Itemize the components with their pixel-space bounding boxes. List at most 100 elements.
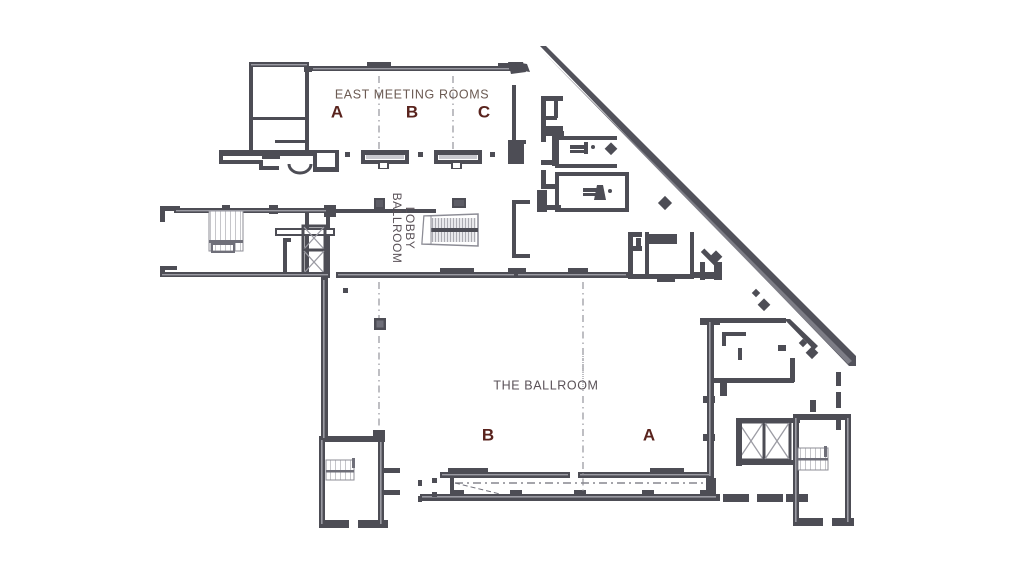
door-swing-icon [287,163,313,175]
wall-segment [326,208,330,278]
wall-segment [555,136,617,140]
column-marker-inner [454,200,464,206]
wall-segment [541,126,546,140]
wall-segment [160,266,165,276]
wall-segment [836,414,841,430]
wall-segment [373,430,385,440]
wall-inner-line [543,52,852,364]
ballroom-section-label-b: B [482,425,494,444]
wall-segment [555,172,559,212]
wall-segment [645,232,649,278]
wall-segment [784,319,818,350]
ballroom-lobby-label-line1: BALLROOM [390,193,404,264]
wall-segment [305,67,309,155]
wall-segment [515,62,530,72]
wall-opening [316,153,336,167]
wall-segment [305,212,309,274]
wall-segment [160,206,165,222]
wall-segment [541,170,546,188]
column-marker [657,195,673,211]
column-marker [751,288,761,298]
wall-segment [786,494,808,502]
wall-segment [657,278,675,282]
wall-segment [736,460,800,465]
wall-segment [508,268,526,273]
wall-segment [568,268,588,273]
wall-segment [541,160,557,165]
wall-segment [700,262,705,280]
wall-segment [832,518,854,526]
wall-segment [720,382,727,396]
wall-segment [434,150,482,155]
wall-segment [810,400,816,412]
wall-segment [628,232,642,237]
wall-segment [790,358,795,382]
wall-segment [650,468,684,473]
wall-segment [700,318,720,325]
wall-segment [546,131,564,136]
column-marker [490,152,495,157]
wall-segment [836,372,841,386]
column-marker [432,478,437,483]
wall-segment [554,100,558,118]
wall-segment [694,272,718,278]
column-marker [798,338,808,348]
column-marker [418,480,422,486]
ballroom-section-label-a: A [643,425,655,444]
wall-segment [450,490,464,495]
column-marker [345,152,350,157]
stairs-icon [208,210,244,253]
wall-segment [512,200,530,204]
wall-segment [555,172,629,176]
wall-segment [440,268,474,273]
wall-segment [512,200,516,258]
glazing [366,155,404,159]
wall-segment [498,63,516,69]
column-marker [222,205,230,209]
wall-segment [700,248,719,267]
escalator-icon [421,213,479,247]
column-marker [778,345,786,351]
wall-segment [358,520,388,528]
wall-segment [160,206,180,211]
wall-segment [367,62,391,67]
wall-segment [793,414,851,420]
wall-inner-lines [162,64,849,524]
wall-segment [537,190,547,212]
mens-restroom-icon [570,142,595,154]
wall-segment [723,494,749,502]
wall-segment [313,150,317,172]
wall-segment [757,494,783,502]
meeting-room-label-b: B [406,102,418,121]
wall-segment [510,490,522,495]
womens-restroom-icon [583,185,612,200]
wall-segment [552,136,557,166]
wall-segment [219,150,339,156]
wall-segment [512,85,516,141]
wall-segment [262,156,280,159]
wall-segment [636,238,641,250]
wall-segment [647,234,677,244]
wall-segment [628,232,633,278]
wall-segment [541,96,563,101]
wall-segment [508,140,524,164]
ballroom-columns [343,288,808,502]
wall-segment [434,150,438,164]
glazing [439,155,477,159]
column-marker [418,496,422,502]
wall-segment [836,392,841,408]
wall-segment [793,518,823,526]
elevator-icon [736,420,792,462]
wall-segment [574,490,586,495]
wall-segment [249,62,253,154]
wall-opening [453,163,460,168]
wall-segment [543,116,557,120]
wall-segment [706,478,716,498]
wall-segment [628,246,642,251]
wall-segment [336,209,436,213]
wall-segment [478,150,482,164]
wall-segment [690,232,694,278]
wall-segment [555,164,617,168]
wall-segment [384,468,400,473]
wall-segment [450,478,454,492]
